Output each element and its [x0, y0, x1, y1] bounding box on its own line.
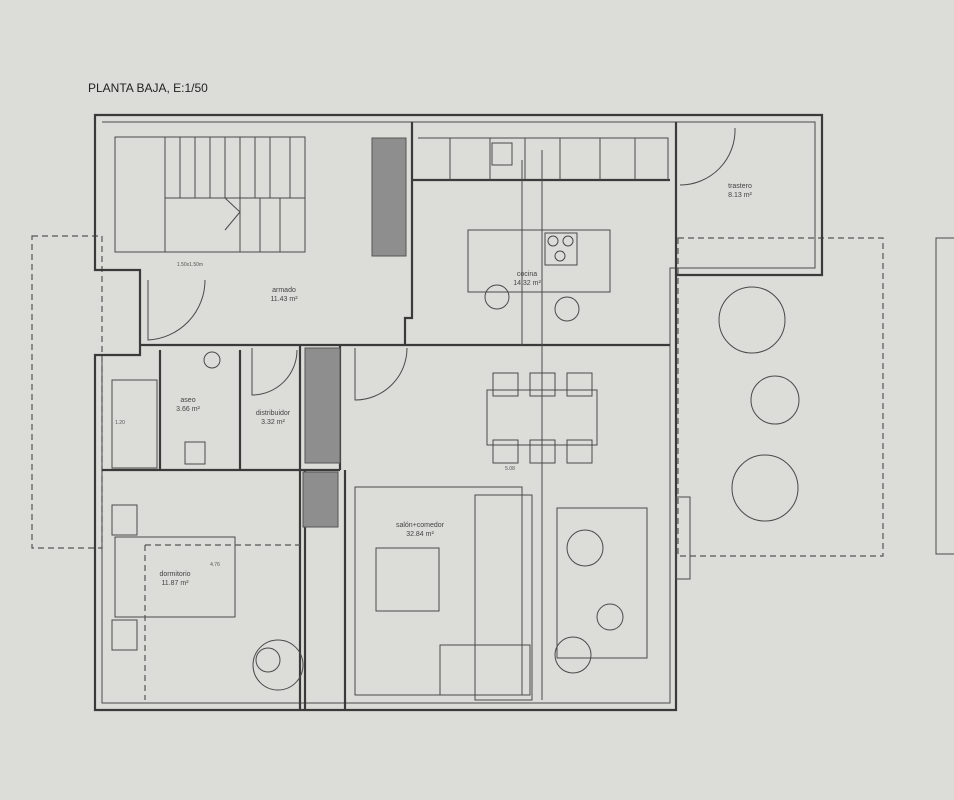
room-cocina: cocina 14.32 m²	[513, 271, 541, 287]
living-dimension: 5.08	[505, 466, 515, 472]
svg-text:8.13 m²: 8.13 m²	[728, 192, 752, 199]
staircase	[164, 136, 306, 253]
svg-text:11.87 m²: 11.87 m²	[161, 580, 189, 587]
svg-text:dormitorio: dormitorio	[159, 571, 190, 578]
terrace-right	[677, 237, 884, 557]
svg-text:3.66 m²: 3.66 m²	[176, 406, 200, 413]
dining-table	[486, 372, 598, 464]
room-salon-comedor: salón+comedor 32.84 m²	[396, 522, 445, 538]
room-trastero: trastero 8.13 m²	[728, 183, 752, 199]
svg-text:14.32 m²: 14.32 m²	[513, 280, 541, 287]
svg-text:trastero: trastero	[728, 183, 752, 190]
bedroom-dimension: 4.76	[210, 562, 220, 568]
svg-text:armado: armado	[272, 287, 296, 294]
room-armado: armado 11.43 m²	[270, 287, 298, 303]
svg-text:32.84 m²: 32.84 m²	[406, 531, 434, 538]
living-furniture	[354, 486, 648, 701]
door-living	[354, 347, 408, 401]
door-distribuidor	[251, 348, 298, 396]
closet-shaft-2	[302, 471, 339, 528]
installation-shaft	[371, 137, 407, 257]
terrace-left	[31, 235, 103, 549]
svg-text:cocina: cocina	[517, 271, 537, 278]
corridor-dimension: 1.20	[115, 420, 125, 426]
stair-dimension: 1.50x1.50m	[177, 262, 203, 268]
plan-title: PLANTA BAJA, E:1/50	[88, 81, 208, 95]
svg-text:aseo: aseo	[180, 397, 195, 404]
exterior-wall-inner	[101, 121, 816, 704]
svg-text:salón+comedor: salón+comedor	[396, 522, 445, 529]
stair-landing	[114, 136, 166, 253]
room-aseo: aseo 3.66 m²	[176, 397, 200, 413]
interior-walls	[102, 122, 678, 710]
closet-shaft	[304, 347, 341, 464]
room-distribuidor: distribuidor 3.32 m²	[256, 410, 291, 426]
door-entrance	[147, 279, 206, 341]
bedroom-furniture	[111, 504, 304, 700]
kitchen-furniture	[418, 137, 669, 322]
svg-text:11.43 m²: 11.43 m²	[270, 296, 298, 303]
adjacent-structure	[935, 237, 954, 555]
svg-text:3.32 m²: 3.32 m²	[261, 419, 285, 426]
svg-text:distribuidor: distribuidor	[256, 410, 291, 417]
bathroom-fixtures	[111, 351, 221, 469]
room-dormitorio: dormitorio 11.87 m²	[159, 571, 190, 587]
terrace-furniture	[718, 286, 800, 522]
window-frame	[675, 496, 691, 580]
exterior-wall	[93, 113, 824, 712]
dimension-lines	[521, 150, 543, 700]
door-trastero	[679, 127, 736, 186]
